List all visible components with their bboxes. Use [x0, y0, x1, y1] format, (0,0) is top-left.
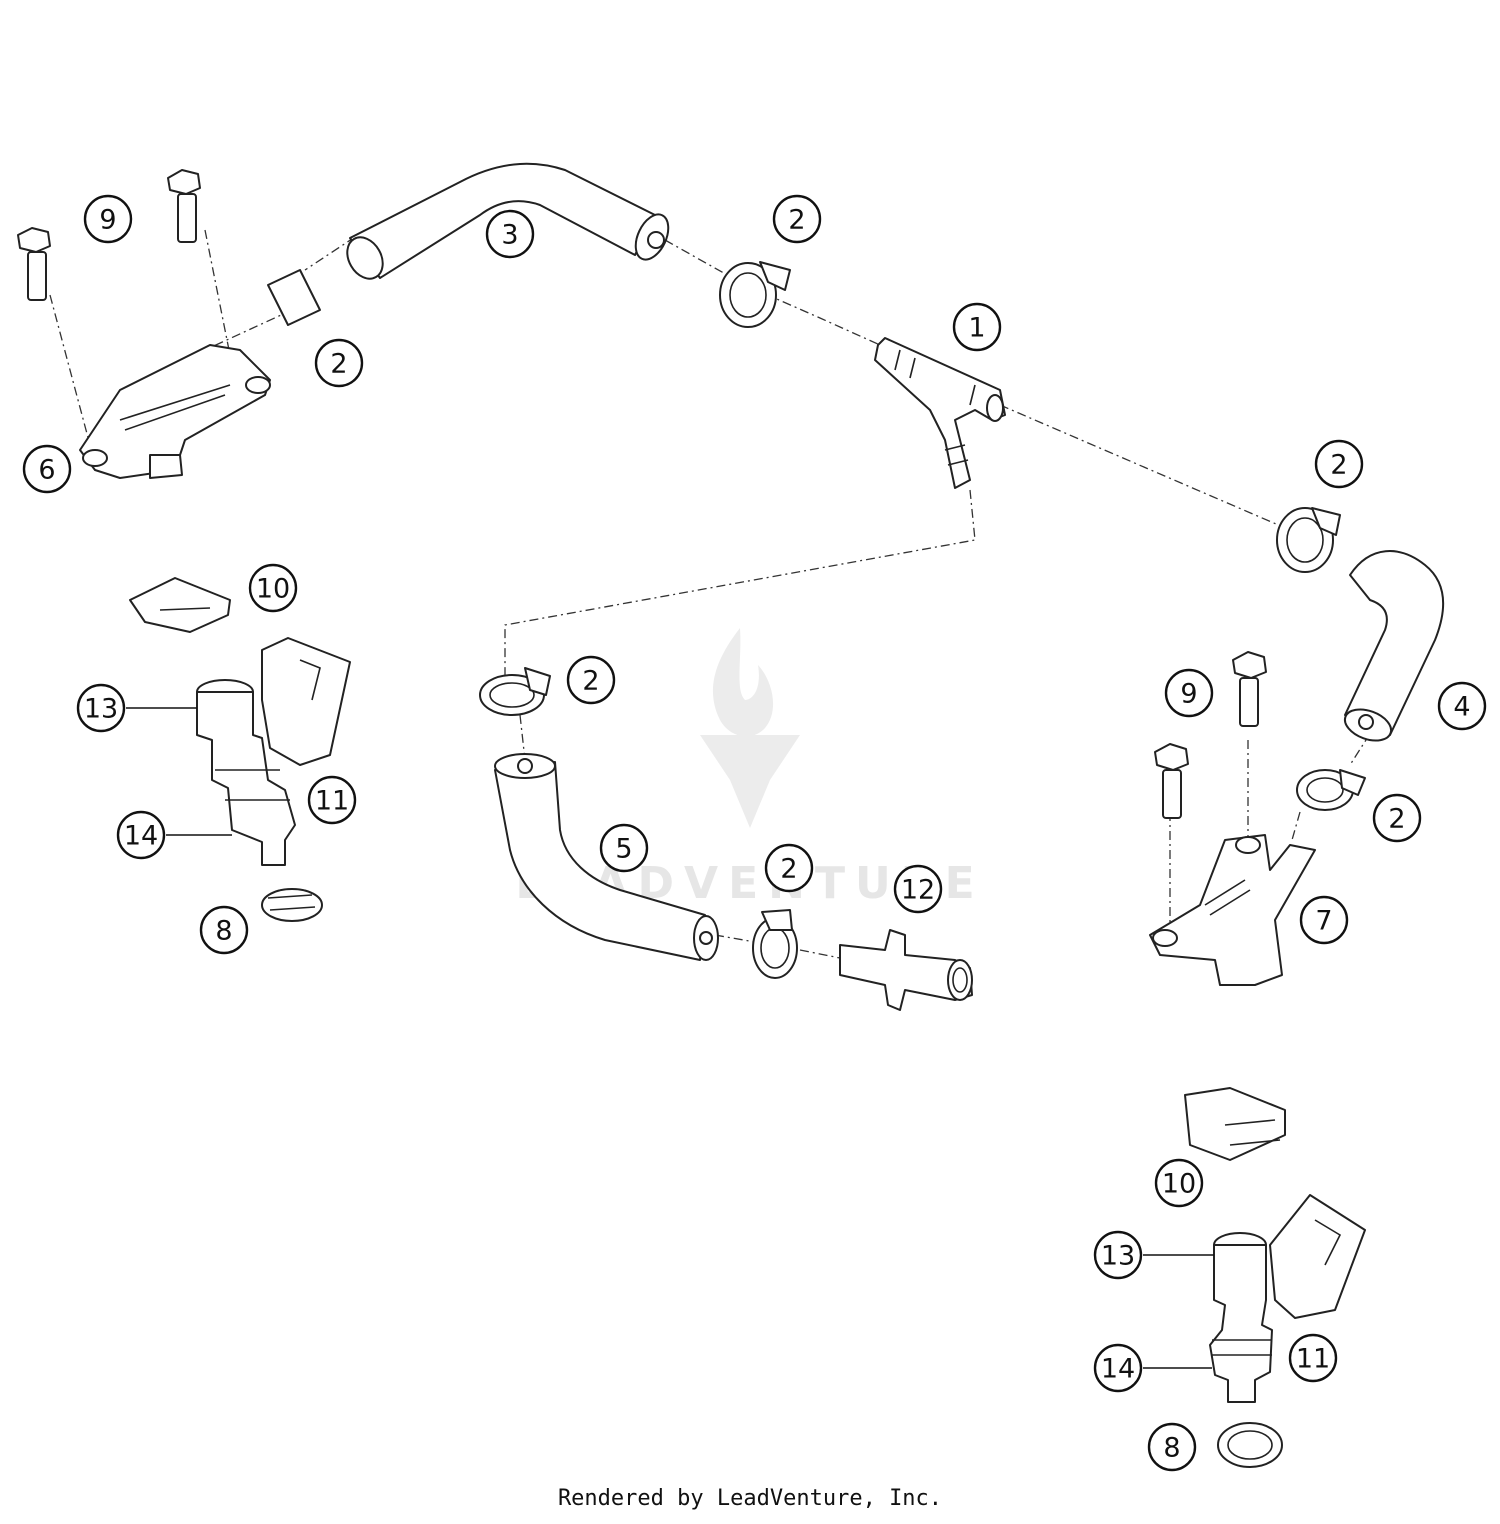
- callout-13-right: 13: [1093, 1230, 1143, 1280]
- seal-8-left: [261, 888, 323, 922]
- callout-2-right: 2: [1314, 439, 1364, 489]
- bolt-9-left-a: [17, 227, 51, 301]
- svg-text:13: 13: [84, 694, 118, 725]
- svg-text:2: 2: [1388, 804, 1405, 835]
- hose-4: [1343, 550, 1445, 742]
- callout-8-right: 8: [1147, 1422, 1197, 1472]
- clamp-2-lower-right: [1296, 769, 1366, 811]
- sensor-6: [79, 344, 271, 479]
- svg-text:4: 4: [1453, 692, 1470, 723]
- callout-2-lower-right: 2: [1372, 793, 1422, 843]
- svg-text:10: 10: [256, 574, 290, 605]
- assembly-lines: [49, 229, 1381, 959]
- svg-text:8: 8: [215, 916, 232, 947]
- callout-11-right: 11: [1288, 1333, 1338, 1383]
- injector-13-14-right: [1209, 1232, 1273, 1403]
- svg-text:13: 13: [1101, 1241, 1135, 1272]
- clamp-2-center: [479, 667, 551, 716]
- injector-13-14-left: [196, 679, 296, 866]
- svg-text:14: 14: [124, 821, 158, 852]
- bolt-9-right-a: [1232, 651, 1267, 727]
- svg-text:2: 2: [582, 666, 599, 697]
- callout-2-top-mid: 2: [772, 194, 822, 244]
- callout-6: 6: [22, 444, 72, 494]
- callout-9-right: 9: [1164, 668, 1214, 718]
- callout-7: 7: [1299, 895, 1349, 945]
- svg-text:2: 2: [780, 854, 797, 885]
- callout-2-center: 2: [566, 655, 616, 705]
- callout-14-right: 14: [1093, 1343, 1143, 1393]
- fitting-12: [839, 929, 973, 1011]
- hose-5: [494, 753, 719, 961]
- svg-text:5: 5: [615, 834, 632, 865]
- svg-text:11: 11: [315, 786, 349, 817]
- svg-text:11: 11: [1296, 1344, 1330, 1375]
- svg-text:9: 9: [1180, 679, 1197, 710]
- callout-11-left: 11: [307, 775, 357, 825]
- bolt-9-left-b: [167, 169, 201, 243]
- svg-text:7: 7: [1315, 906, 1332, 937]
- svg-text:2: 2: [788, 205, 805, 236]
- svg-text:2: 2: [1330, 450, 1347, 481]
- svg-text:1: 1: [968, 313, 985, 344]
- clamp-2-bottom-center: [752, 909, 798, 979]
- callout-10-left: 10: [248, 563, 298, 613]
- clip-10-left: [129, 577, 231, 633]
- connector-11-left: [261, 637, 351, 766]
- svg-text:14: 14: [1101, 1354, 1135, 1385]
- callout-13-left: 13: [76, 683, 126, 733]
- seal-8-right: [1217, 1422, 1283, 1468]
- callout-3: 3: [485, 209, 535, 259]
- connector-11-right: [1269, 1194, 1366, 1319]
- clamp-2-right: [1276, 507, 1341, 573]
- callout-12: 12: [893, 864, 943, 914]
- svg-text:2: 2: [330, 349, 347, 380]
- callout-4: 4: [1437, 681, 1487, 731]
- svg-text:9: 9: [99, 205, 116, 236]
- callout-2-bottom-center: 2: [764, 843, 814, 893]
- callout-14-left: 14: [116, 810, 166, 860]
- svg-text:10: 10: [1162, 1169, 1196, 1200]
- callout-10-right: 10: [1154, 1158, 1204, 1208]
- hose-3: [346, 162, 670, 280]
- callout-5: 5: [599, 823, 649, 873]
- svg-text:3: 3: [501, 220, 518, 251]
- callout-8-left: 8: [199, 905, 249, 955]
- clamp-2-upper-left: [267, 269, 321, 326]
- footer-credit: Rendered by LeadVenture, Inc.: [557, 1486, 943, 1511]
- callout-2-upper-left: 2: [314, 338, 364, 388]
- callout-9-left: 9: [83, 194, 133, 244]
- leader-lines: [126, 707, 1214, 1369]
- svg-text:6: 6: [38, 455, 55, 486]
- t-fitting-1: [874, 337, 1006, 489]
- bolt-9-right-b: [1154, 743, 1189, 819]
- svg-text:8: 8: [1163, 1433, 1180, 1464]
- clip-10-right: [1184, 1087, 1286, 1161]
- clamp-2-upper-mid: [719, 261, 791, 328]
- svg-text:12: 12: [901, 875, 935, 906]
- sensor-7: [1149, 834, 1316, 986]
- callout-1: 1: [952, 302, 1002, 352]
